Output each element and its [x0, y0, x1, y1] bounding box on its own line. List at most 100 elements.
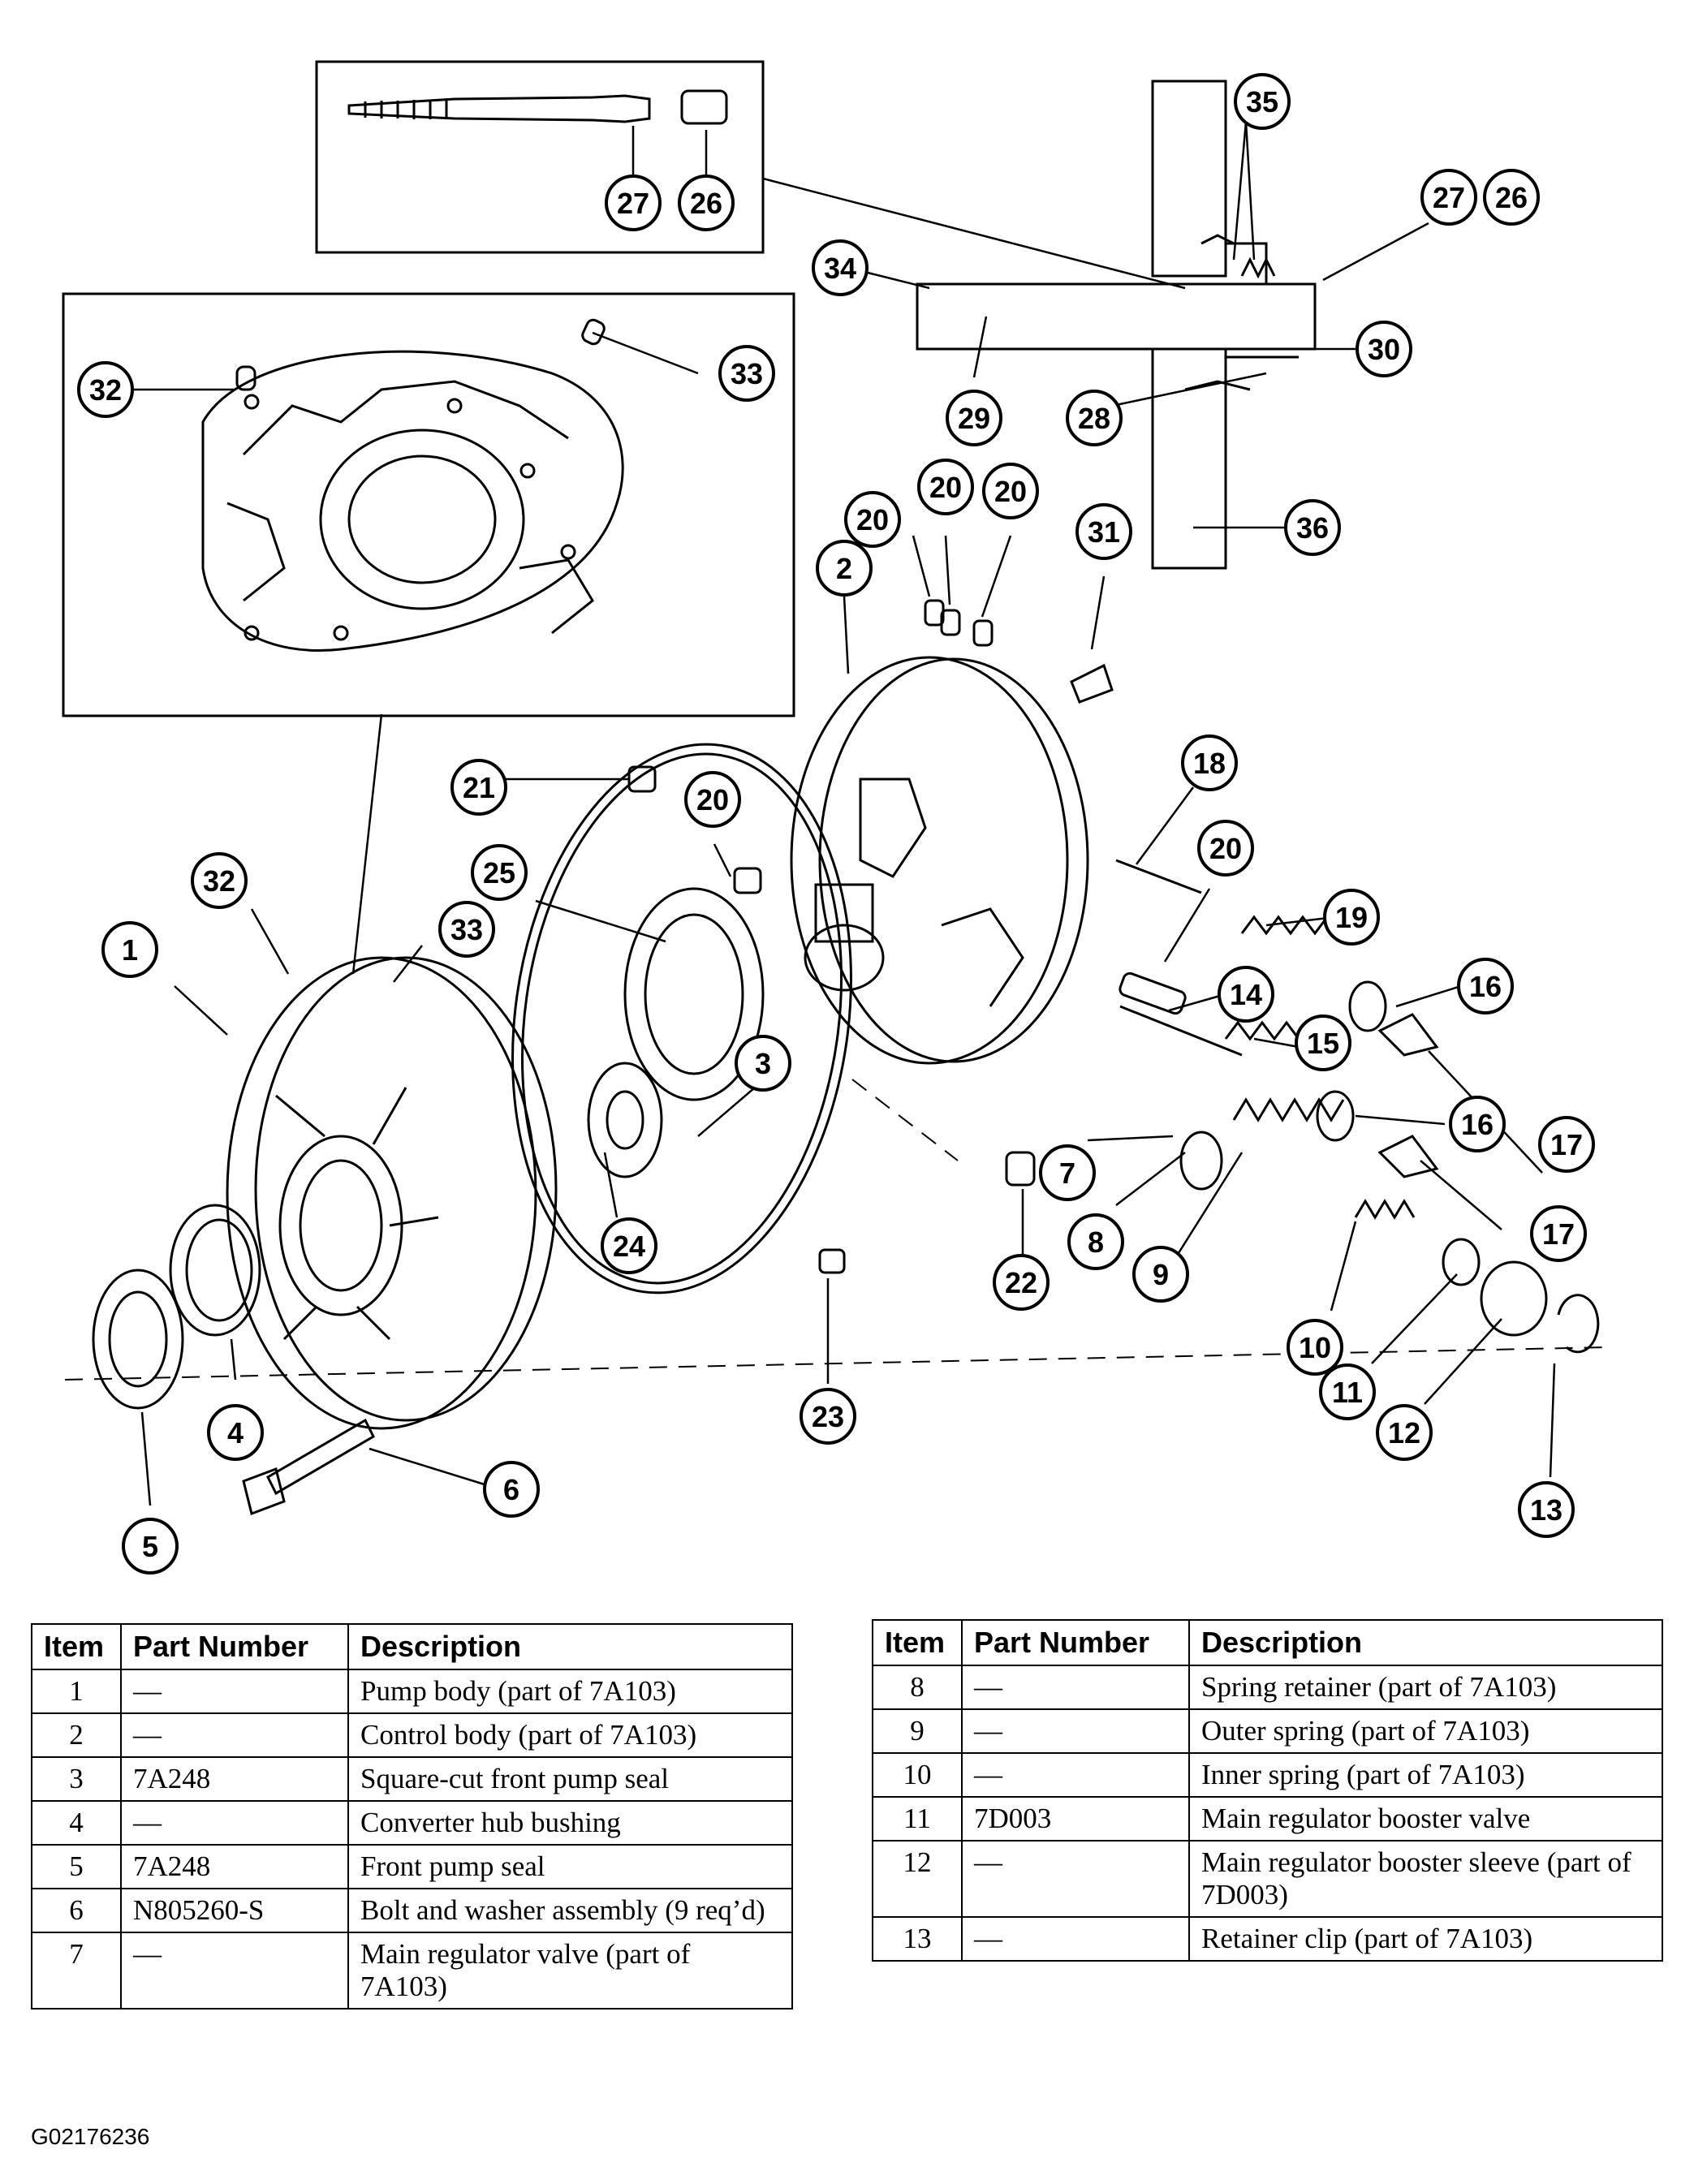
table-row: 1—Pump body (part of 7A103)	[31, 1669, 793, 1714]
part-number-cell: —	[120, 1800, 349, 1846]
callout-c33: 33	[438, 901, 495, 958]
callout-c12: 12	[1376, 1404, 1433, 1461]
callout-circle	[1538, 1116, 1595, 1173]
callout-circle	[816, 540, 873, 597]
table-row: 10—Inner spring (part of 7A103)	[872, 1752, 1663, 1798]
header-item: Item	[31, 1623, 122, 1670]
part-number-cell: —	[961, 1665, 1190, 1710]
callout-number: 29	[958, 402, 990, 435]
callout-number: 11	[1332, 1376, 1363, 1409]
callout-number: 22	[1005, 1266, 1037, 1299]
callout-c20b: 20	[917, 459, 974, 515]
callout-circle	[1066, 390, 1123, 446]
callout-number: 9	[1153, 1258, 1169, 1291]
stator-support-shaft	[916, 80, 1317, 570]
control-body	[790, 656, 1089, 1065]
callout-c20d: 20	[684, 771, 741, 828]
callout-number: 26	[690, 187, 722, 220]
callout-circle	[1420, 169, 1477, 226]
part-number-cell: —	[961, 1708, 1190, 1754]
table-row: 7—Main regulator valve (part of 7A103)	[31, 1932, 793, 2010]
callout-c15: 15	[1295, 1014, 1351, 1071]
figure-code: G02176236	[31, 2124, 150, 2149]
callout-number: 7	[1059, 1157, 1075, 1190]
part-number-cell: —	[120, 1712, 349, 1758]
callout-c20a: 20	[844, 491, 901, 548]
callout-number: 13	[1530, 1493, 1563, 1527]
callout-circle	[1181, 734, 1238, 791]
part-number-cell: 7A248	[120, 1844, 349, 1889]
callout-circle	[917, 459, 974, 515]
callout-circle	[605, 174, 662, 231]
callout-circle	[450, 759, 507, 816]
description-cell: Inner spring (part of 7A103)	[1188, 1752, 1663, 1798]
callout-c27-top: 27	[605, 174, 662, 231]
callout-circle	[1039, 1144, 1096, 1201]
callout-number: 27	[617, 187, 649, 220]
callout-number: 25	[483, 856, 515, 890]
callout-c4: 4	[207, 1404, 264, 1461]
callout-number: 20	[856, 503, 889, 536]
callout-c25: 25	[471, 844, 528, 901]
callout-number: 20	[1209, 832, 1242, 865]
description-cell: Main regulator booster sleeve (part of 7…	[1188, 1840, 1663, 1918]
callout-number: 12	[1388, 1416, 1420, 1450]
callout-c13: 13	[1518, 1481, 1575, 1538]
header-part-number: Part Number	[120, 1623, 349, 1670]
valve-train	[627, 599, 1600, 1354]
header-part-number: Part Number	[961, 1619, 1190, 1666]
item-cell: 3	[31, 1756, 122, 1802]
part-number-cell: —	[120, 1932, 349, 2010]
callout-number: 34	[824, 252, 856, 285]
callout-c2: 2	[816, 540, 873, 597]
callout-circle	[1284, 499, 1341, 556]
table-row: 13—Retainer clip (part of 7A103)	[872, 1916, 1663, 1962]
callout-number: 30	[1368, 333, 1400, 366]
callout-number: 35	[1246, 85, 1278, 118]
callout-c5: 5	[122, 1518, 179, 1574]
callout-number: 21	[463, 771, 495, 804]
callout-number: 33	[450, 913, 483, 946]
bolt-washer-assembly	[242, 1418, 375, 1515]
callout-circle	[812, 239, 869, 296]
part-number-cell: —	[961, 1840, 1190, 1918]
callout-circle	[483, 1461, 540, 1518]
callout-number: 6	[503, 1473, 519, 1506]
table-header-row: Item Part Number Description	[31, 1623, 793, 1670]
callout-c26-right: 26	[1483, 169, 1540, 226]
description-cell: Control body (part of 7A103)	[347, 1712, 793, 1758]
description-cell: Main regulator valve (part of 7A103)	[347, 1932, 793, 2010]
callout-c20c: 20	[982, 463, 1039, 519]
callout-circle	[1319, 1363, 1376, 1420]
description-cell: Front pump seal	[347, 1844, 793, 1889]
callout-circle	[1075, 503, 1132, 560]
callout-number: 15	[1307, 1027, 1339, 1060]
leader-lines	[64, 121, 1608, 1506]
table-row: 12—Main regulator booster sleeve (part o…	[872, 1840, 1663, 1918]
callout-number: 18	[1193, 747, 1226, 780]
description-cell: Pump body (part of 7A103)	[347, 1669, 793, 1714]
callout-c23: 23	[800, 1388, 856, 1445]
callout-circle	[718, 345, 775, 402]
callout-c19: 19	[1323, 889, 1380, 946]
description-cell: Square-cut front pump seal	[347, 1756, 793, 1802]
item-cell: 11	[872, 1796, 963, 1842]
description-cell: Bolt and washer assembly (9 req’d)	[347, 1888, 793, 1933]
callout-number: 31	[1088, 515, 1120, 549]
callout-number: 33	[731, 357, 763, 390]
callout-circle	[1376, 1404, 1433, 1461]
item-cell: 13	[872, 1916, 963, 1962]
exploded-pump-diagram: 2726352726343029283632332020203122120182…	[62, 60, 1608, 1574]
callout-circle	[1356, 321, 1412, 377]
callout-c14: 14	[1218, 966, 1274, 1023]
callout-number: 14	[1230, 978, 1262, 1011]
callout-number: 20	[994, 475, 1027, 508]
callout-c26-top: 26	[678, 174, 735, 231]
callout-c16a: 16	[1457, 958, 1514, 1014]
callout-number: 4	[227, 1416, 244, 1450]
callout-circle	[77, 361, 134, 418]
callout-c9: 9	[1132, 1246, 1189, 1303]
item-cell: 8	[872, 1665, 963, 1710]
callout-circle	[946, 390, 1002, 446]
part-number-cell: 7A248	[120, 1756, 349, 1802]
